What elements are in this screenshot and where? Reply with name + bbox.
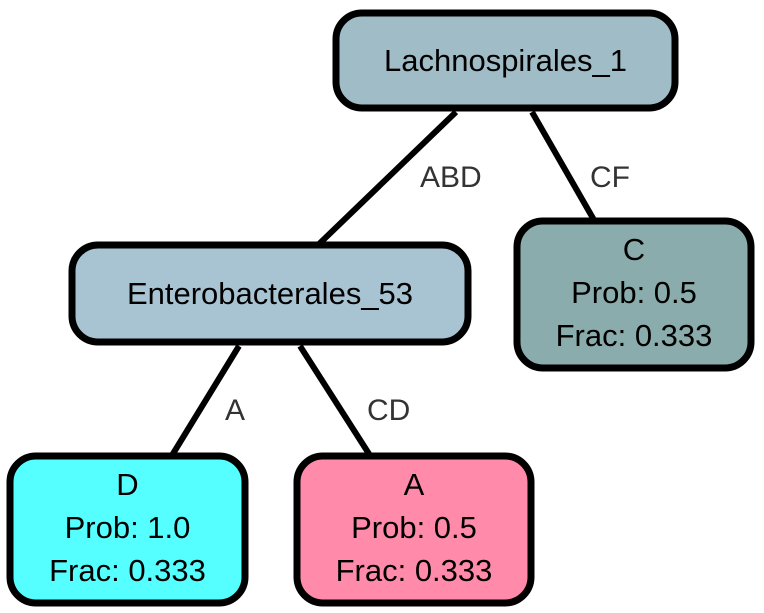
edge-enterobacterales-to-d <box>168 344 242 459</box>
edge-enterobacterales-to-a <box>297 344 374 459</box>
node-enterobacterales: Enterobacterales_53 <box>68 241 472 346</box>
edge-root-to-enterobacterales <box>316 109 459 247</box>
node-box-c <box>513 217 755 372</box>
edge-label-a: A <box>225 394 245 427</box>
node-d-frac: Frac: 0.333 <box>49 553 206 588</box>
edge-labels: ABD CF A CD <box>225 161 630 427</box>
node-label-enterobacterales: Enterobacterales_53 <box>127 276 413 311</box>
node-c-prob: Prob: 0.5 <box>571 275 697 310</box>
node-box-d <box>6 452 249 607</box>
edge-label-cd: CD <box>367 394 410 427</box>
node-d-prob: Prob: 1.0 <box>65 510 191 545</box>
node-d-leaf: D Prob: 1.0 Frac: 0.333 <box>6 452 249 607</box>
edge-label-cf: CF <box>590 161 630 194</box>
node-box-lachnospirales <box>332 9 679 112</box>
edges <box>168 109 597 459</box>
node-a-class-label: A <box>404 467 425 502</box>
edge-label-abd: ABD <box>420 161 482 194</box>
node-a-leaf: A Prob: 0.5 Frac: 0.333 <box>293 452 535 607</box>
node-a-frac: Frac: 0.333 <box>336 553 493 588</box>
edge-root-to-c <box>529 110 597 222</box>
node-box-a <box>293 452 535 607</box>
node-c-frac: Frac: 0.333 <box>556 318 713 353</box>
node-c-leaf: C Prob: 0.5 Frac: 0.333 <box>513 217 755 372</box>
node-box-enterobacterales <box>68 241 472 346</box>
node-a-prob: Prob: 0.5 <box>351 510 477 545</box>
node-d-class-label: D <box>116 467 138 502</box>
node-label-lachnospirales: Lachnospirales_1 <box>384 43 627 78</box>
node-c-class-label: C <box>623 232 645 267</box>
node-lachnospirales: Lachnospirales_1 <box>332 9 679 112</box>
